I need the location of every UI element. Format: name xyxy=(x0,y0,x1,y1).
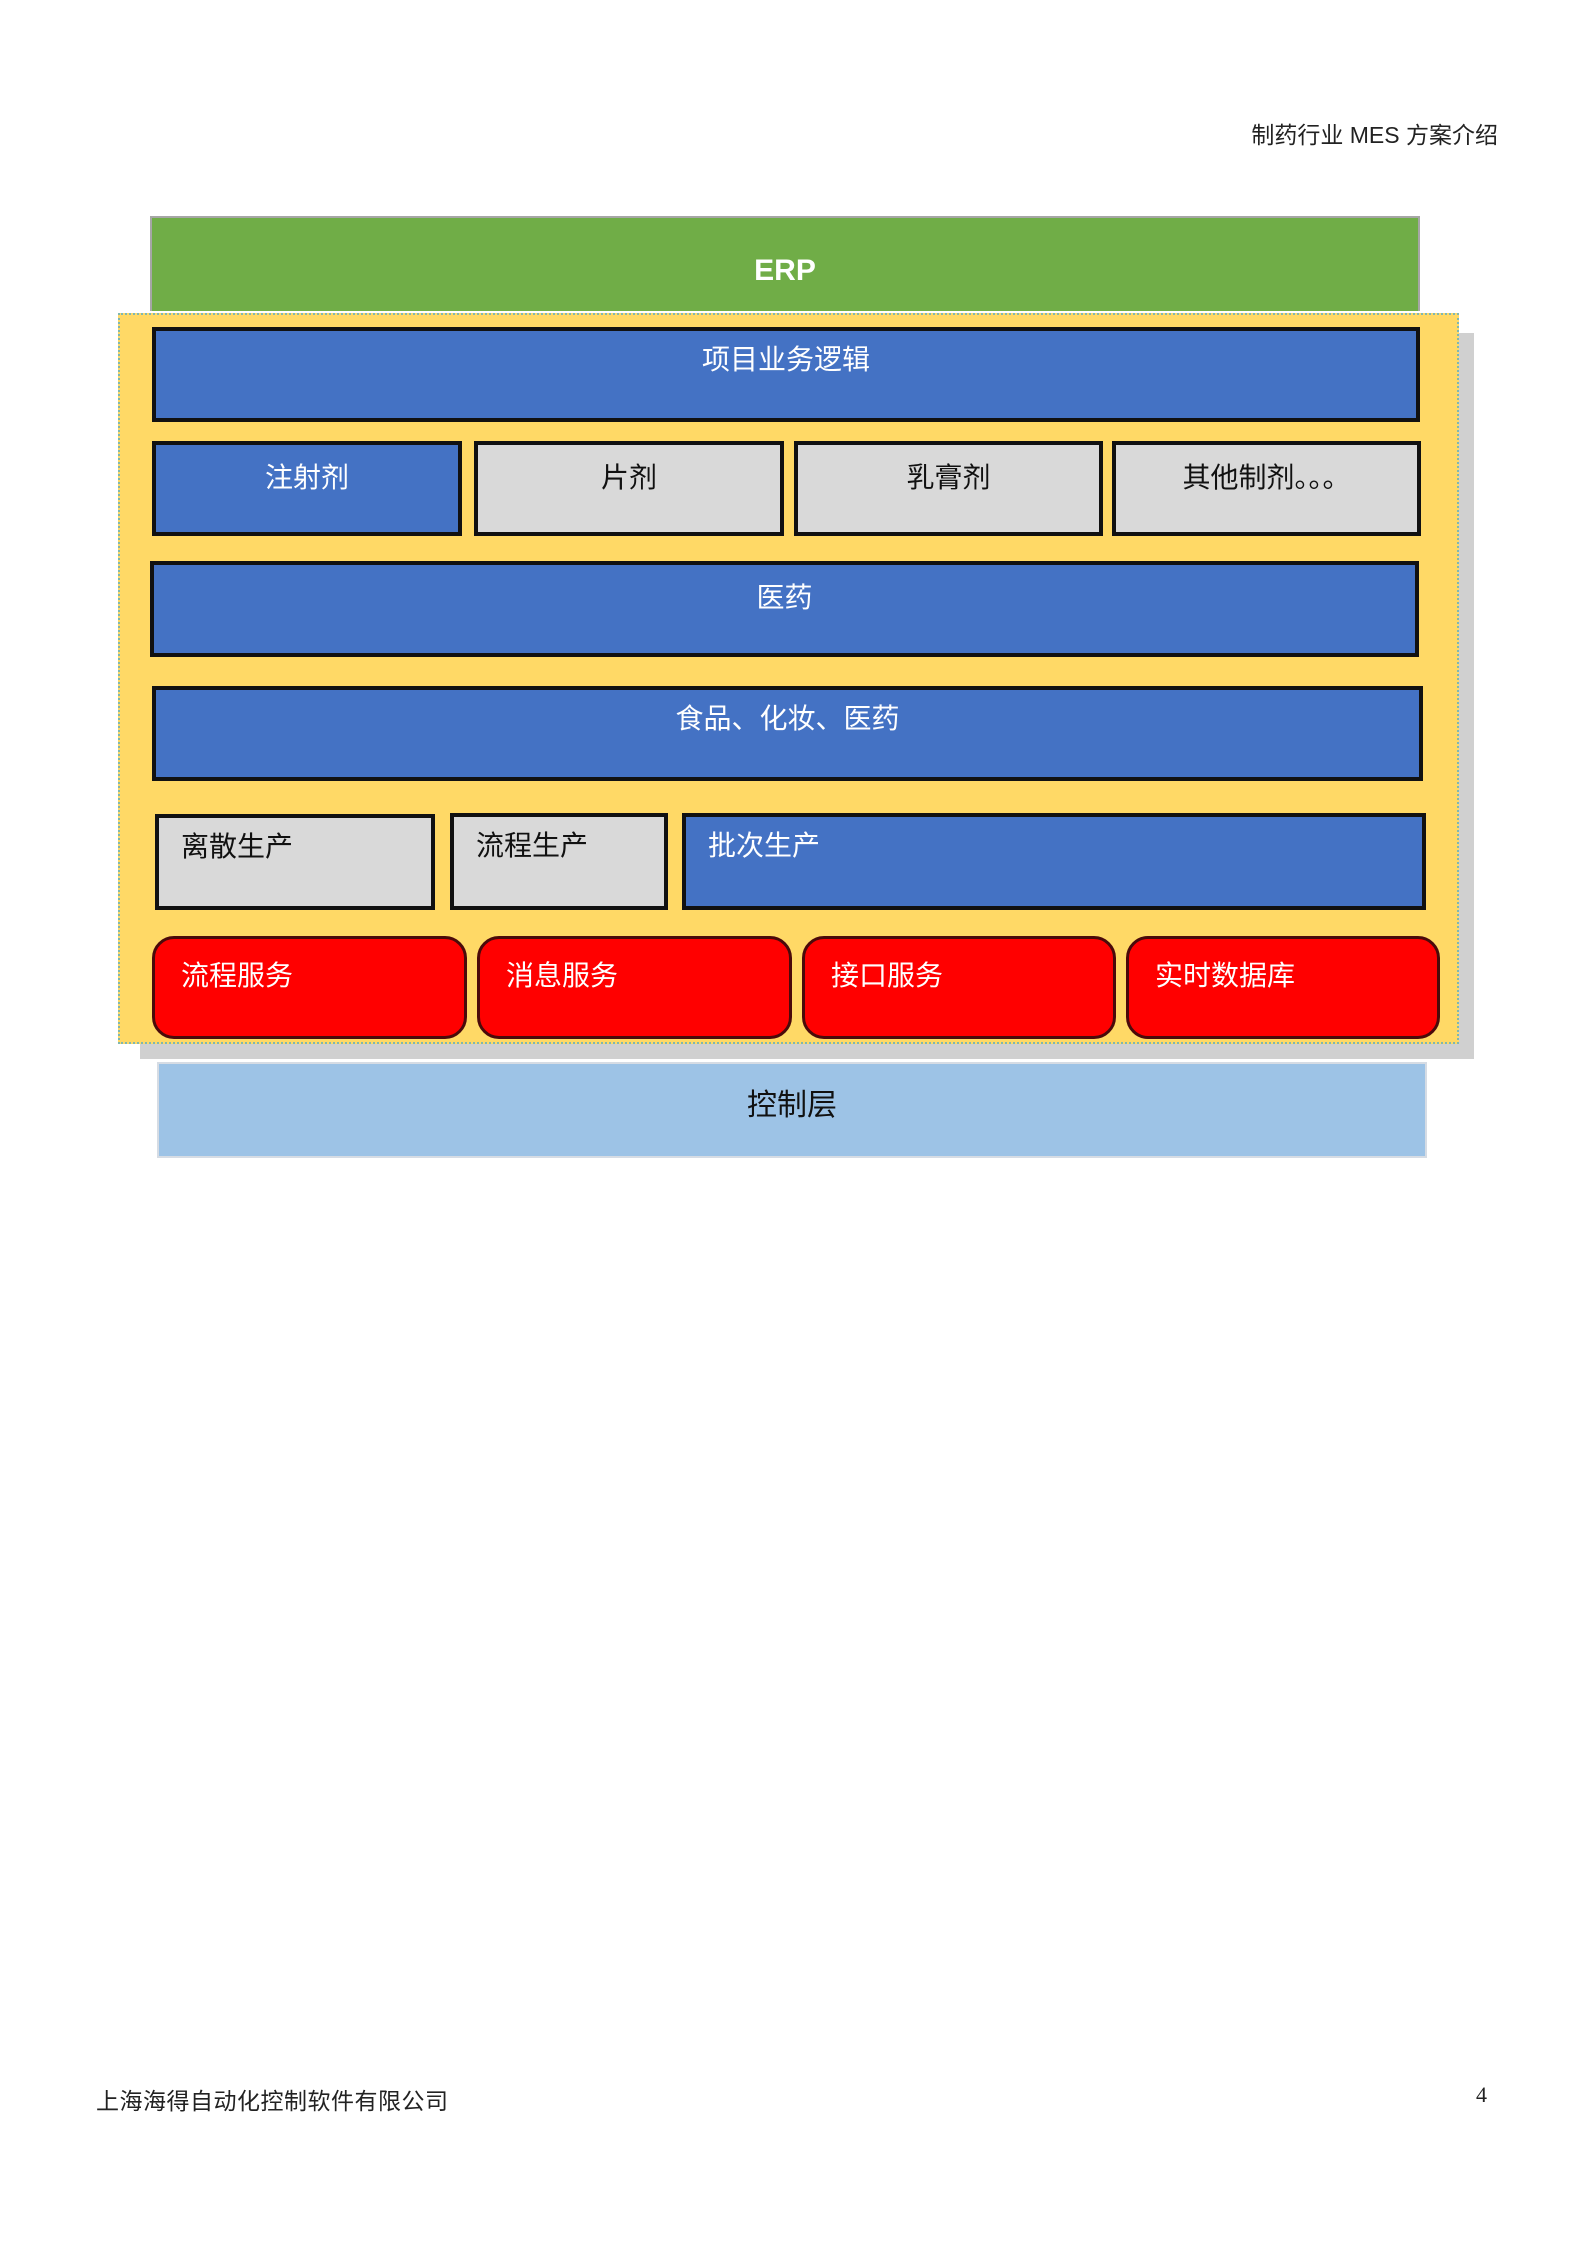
erp-label: ERP xyxy=(754,254,816,287)
dosage-form-other: 其他制剂。。。 xyxy=(1112,441,1421,536)
dosage-form-cream: 乳膏剂 xyxy=(794,441,1103,536)
dosage-form-label: 片剂 xyxy=(600,461,657,494)
industries-label: 食品、化妆、医药 xyxy=(675,702,900,735)
pharma-bar: 医药 xyxy=(150,561,1419,657)
production-mode-label: 流程生产 xyxy=(476,829,589,862)
page-header-title: 制药行业 MES 方案介绍 xyxy=(1251,122,1498,148)
business-logic-bar: 项目业务逻辑 xyxy=(152,327,1420,422)
dosage-form-label: 乳膏剂 xyxy=(906,461,991,494)
production-mode-process: 流程生产 xyxy=(450,813,668,910)
dosage-form-injection: 注射剂 xyxy=(152,441,462,536)
dosage-form-label: 其他制剂。。。 xyxy=(1182,461,1351,494)
control-layer-label: 控制层 xyxy=(747,1088,837,1123)
production-mode-label: 批次生产 xyxy=(708,829,821,862)
industries-bar: 食品、化妆、医药 xyxy=(152,686,1423,781)
service-label: 流程服务 xyxy=(181,959,294,992)
pharma-label: 医药 xyxy=(756,581,813,614)
control-layer: 控制层 xyxy=(157,1062,1427,1158)
service-realtime-database: 实时数据库 xyxy=(1126,936,1440,1039)
business-logic-label: 项目业务逻辑 xyxy=(701,343,870,376)
production-mode-discrete: 离散生产 xyxy=(155,814,435,910)
mes-container xyxy=(118,313,1459,1044)
footer-company: 上海海得自动化控制软件有限公司 xyxy=(96,2089,449,2115)
dosage-form-label: 注射剂 xyxy=(264,461,349,494)
erp-layer: ERP xyxy=(150,216,1420,311)
production-mode-batch: 批次生产 xyxy=(682,813,1426,910)
service-label: 实时数据库 xyxy=(1155,959,1296,992)
service-message: 消息服务 xyxy=(477,936,792,1039)
page-number: 4 xyxy=(1476,2082,1487,2107)
service-process: 流程服务 xyxy=(152,936,467,1039)
service-label: 消息服务 xyxy=(506,959,619,992)
service-interface: 接口服务 xyxy=(802,936,1116,1039)
dosage-form-tablet: 片剂 xyxy=(474,441,784,536)
production-mode-label: 离散生产 xyxy=(181,830,294,863)
service-label: 接口服务 xyxy=(831,959,944,992)
